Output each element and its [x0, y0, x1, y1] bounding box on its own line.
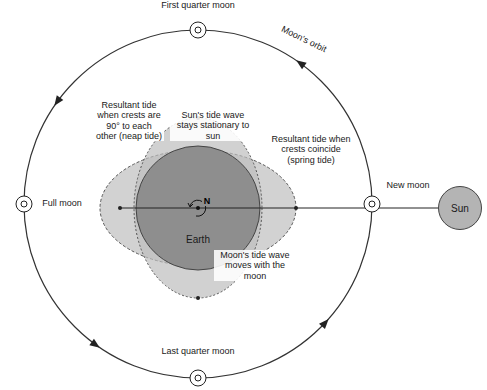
pole-label: N [202, 196, 212, 206]
phase-label: Last quarter moon [158, 346, 238, 356]
pole-dot [196, 206, 200, 210]
orbit-arrowhead [54, 95, 63, 105]
moon-symbol [195, 27, 201, 33]
sun-node: Sun [438, 186, 482, 230]
rotation-arrowhead [188, 203, 193, 207]
phase-label: Full moon [34, 198, 90, 208]
moon-symbol [364, 196, 380, 212]
node-label: Sun [451, 203, 469, 214]
node-label: Earth [186, 234, 210, 245]
moon-symbol [195, 375, 201, 381]
moon-orbit [24, 30, 372, 378]
bulge-dot [118, 206, 122, 210]
tide-note: Resultant tide when crests are 90° to ea… [94, 100, 164, 141]
tide-note: Sun's tide wave stays stationary to sun [170, 110, 256, 141]
orbit-arrowhead [296, 60, 306, 69]
orbit-arrowhead [89, 339, 99, 348]
moon-symbol [369, 201, 375, 207]
phase-label: First quarter moon [158, 0, 238, 10]
tide-note: Resultant tide when crests coincide (spr… [266, 134, 356, 165]
moon-symbol [16, 196, 32, 212]
moon-symbol [21, 201, 27, 207]
moon-symbol [190, 370, 206, 386]
orbit-arrowhead [319, 319, 329, 329]
moon-symbol [190, 22, 206, 38]
bulge-dot [196, 296, 200, 300]
phase-label: New moon [382, 180, 434, 190]
alignment-line [120, 208, 438, 209]
bulge-dot [294, 206, 298, 210]
tide-note: Moon's tide wave moves with the moon [214, 250, 296, 281]
